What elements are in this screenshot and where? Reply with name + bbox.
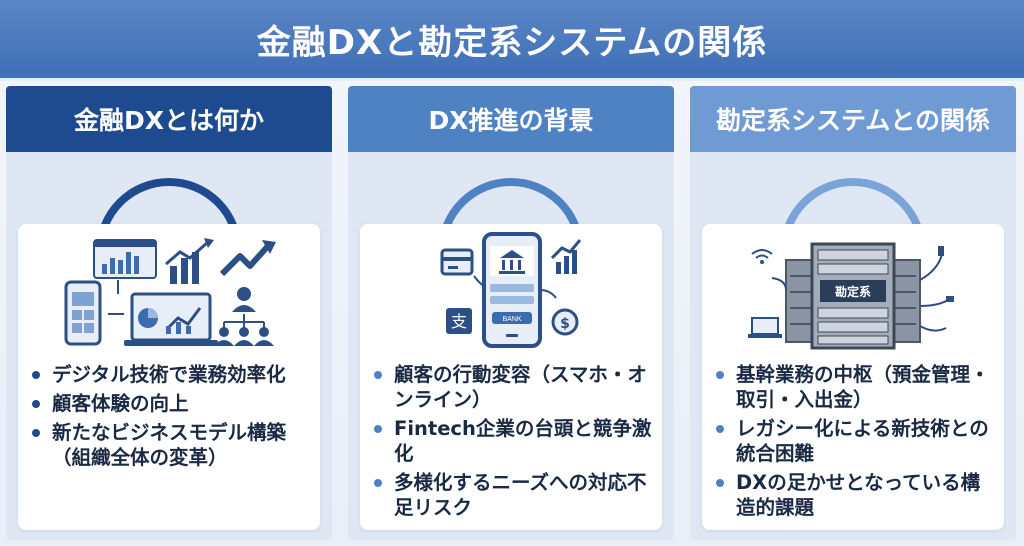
svg-text:$: $ [560, 316, 570, 332]
bullet-list: 顧客の行動変容（スマホ・オンライン） Fintech企業の台頭と競争激化 多様化… [370, 362, 656, 524]
column-heading: DX推進の背景 [348, 86, 674, 152]
bank-label: BANK [502, 316, 521, 323]
column-financial-dx: 金融DXとは何か [6, 86, 332, 540]
sparkle-icon [972, 498, 1004, 530]
list-item: 顧客の行動変容（スマホ・オンライン） [370, 362, 656, 412]
list-item: デジタル技術で業務効率化 [28, 362, 314, 387]
content-card: デジタル技術で業務効率化 顧客体験の向上 新たなビジネスモデル構築（組織全体の変… [18, 224, 320, 530]
bullet-list: デジタル技術で業務効率化 顧客体験の向上 新たなビジネスモデル構築（組織全体の変… [28, 362, 314, 474]
page-title: 金融DXと勘定系システムの関係 [256, 22, 768, 63]
list-item: レガシー化による新技術との統合困難 [712, 416, 998, 466]
arch-decoration [438, 178, 584, 248]
list-item: Fintech企業の台頭と競争激化 [370, 416, 656, 466]
title-banner: 金融DXと勘定系システムの関係 [0, 0, 1024, 81]
bullet-list: 基幹業務の中枢（預金管理・取引・入出金） レガシー化による新技術との統合困難 D… [712, 362, 998, 524]
column-core-system: 勘定系システムとの関係 勘定系 [690, 86, 1016, 540]
mobile-banking-illustration: BANK 支 $ [440, 232, 582, 348]
column-heading: 勘定系システムとの関係 [690, 86, 1016, 152]
server-illustration: 勘定系 [748, 242, 954, 350]
arch-decoration [780, 178, 926, 248]
arch-decoration [96, 178, 242, 248]
list-item: 多様化するニーズへの対応不足リスク [370, 470, 656, 520]
list-item: DXの足かせとなっている構造的課題 [712, 470, 998, 520]
column-heading: 金融DXとは何か [6, 86, 332, 152]
svg-text:支: 支 [451, 312, 467, 331]
list-item: 顧客体験の向上 [28, 391, 314, 416]
digital-business-illustration [64, 238, 276, 346]
column-dx-background: DX推進の背景 BANK 支 $ [348, 86, 674, 540]
server-label: 勘定系 [835, 284, 871, 299]
list-item: 基幹業務の中枢（預金管理・取引・入出金） [712, 362, 998, 412]
content-card: BANK 支 $ 顧客の行動変容（スマホ・オンライン） Fintech企業の台頭… [360, 224, 662, 530]
list-item: 新たなビジネスモデル構築（組織全体の変革） [28, 420, 314, 470]
content-card: 勘定系 基幹業務の中枢（預金管理・取引・入出金） レガシー化による新技術との統合… [702, 224, 1004, 530]
